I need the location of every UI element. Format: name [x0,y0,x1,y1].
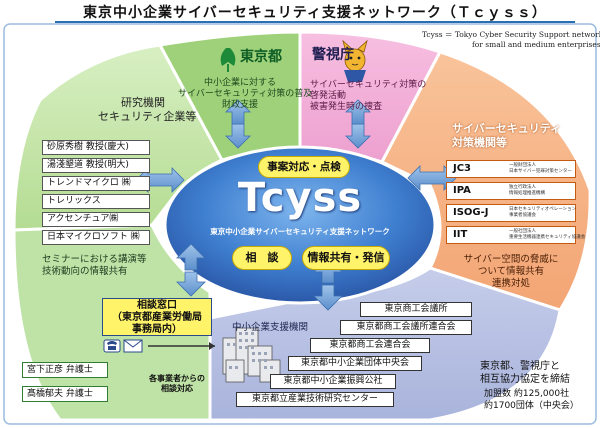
research-footer-line: セミナーにおける講演等 [42,254,147,265]
research-item: 湯淺墾道 教授(明大) [42,158,150,173]
cyber-org: IIT 一般社団法人重要生活機器連携セキュリティ協議会 [446,226,585,244]
cyber-org-note-line: 独立行政法人 [509,185,536,190]
counter-line: 相談窓口 [137,300,177,311]
sme-org: 東京都商工会連合会 [310,338,430,353]
cyber-footer: サイバー空間の脅威に ついて情報共有 連携対処 [456,254,566,290]
sme-org: 東京都中小企業団体中央会 [288,356,422,371]
cyber-org-note: 日本セキュリティオペレーション事業者協議会 [509,207,576,219]
research-item: トレリックス [42,194,150,209]
police-mascot-icon [342,39,368,82]
sme-stats: 加盟数 約125,000社 約1700団体（中央会） [484,388,579,412]
segment-cyber [379,50,592,312]
cyber-footer-line: 連携対処 [491,278,530,289]
sme-agreement-line: 相互協力協定を締結 [480,374,570,385]
arrow-tokyo [225,99,251,149]
cyber-org-note-line: 一般社団法人 [509,229,536,234]
police-line: 被害発生時の捜査 [310,102,383,112]
cyber-org-note-line: 情報処理推進機構 [509,191,545,196]
pill-consult: 相 談 [232,246,292,270]
sme-agreement: 東京都、警視庁と 相互協力協定を締結 [480,360,570,386]
lawyer-item: 髙橋郁夫 弁護士 [22,386,108,402]
mail-icon [123,339,143,353]
cyber-header-line: 対策機関等 [452,136,507,149]
cyber-footer-line: サイバー空間の脅威に [463,254,559,265]
sme-org: 東京都中小企業振興公社 [270,374,396,389]
sme-agreement-line: 東京都、警視庁と [480,361,560,372]
cyber-org-note: 一般社団法人重要生活機器連携セキュリティ協議会 [509,229,585,241]
cyber-org-note-line: 重要生活機器連携セキュリティ協議会 [509,235,586,240]
consultation-counter: 相談窓口 （東京都産業労働局 事務局内） [102,298,212,336]
cyber-org-note-line: 日本サイバー犯罪対策センター [509,169,572,174]
cyber-org-note-line: 事業者協議会 [509,213,536,218]
arrow-counter [176,243,206,297]
ginkgo-logo-icon [220,48,236,72]
cyber-org-note: 独立行政法人情報処理推進機構 [509,185,545,197]
legend: Tcyss ＝ Tokyo Cyber Security Support net… [422,30,600,50]
tcyss-logo: Tcyss [237,175,363,221]
tokyo-line: 中小企業に対する [203,78,276,88]
sme-stats-line: 加盟数 約125,000社 [484,389,570,399]
pill-info-share: 情報共有・発信 [302,246,390,270]
cyber-org: JC3 一般財団法人日本サイバー犯罪対策センター [446,160,576,178]
cyber-org-note: 一般財団法人日本サイバー犯罪対策センター [509,163,572,175]
police-line: 啓発活動 [310,91,347,101]
legend-line-2: for small and medium enterprises [472,40,600,49]
research-header-line: セキュリティ企業等 [98,110,197,123]
page-title: 東京中小企業サイバーセキュリティ支援ネットワーク（Ｔｃｙｓｓ） [83,5,547,21]
arrow-cyber [407,165,457,191]
counter-caption-line: 各事業者からの [149,374,205,383]
cyber-org-note-line: 一般財団法人 [509,163,536,168]
sme-stats-line: 約1700団体（中央会） [484,401,579,411]
tokyo-line: サイバーセキュリティ対策の普及 [178,89,313,99]
research-header: 研究機関 セキュリティ企業等 [98,96,197,124]
cyber-org: IPA 独立行政法人情報処理推進機構 [446,182,576,200]
research-item: 砂原秀樹 教授(慶大) [42,140,150,155]
phone-icon [103,339,121,353]
police-line: サイバーセキュリティ対策の [310,80,427,90]
research-item: 日本マイクロソフト ㈱ [42,230,150,245]
tokyo-header: 東京都 [240,49,282,65]
research-item: トレンドマイクロ ㈱ [42,176,150,191]
lawyer-item: 宮下正彦 弁護士 [22,362,108,378]
counter-caption: 各事業者からの 相談対応 [138,374,216,394]
cyber-org-name: IPA [453,185,471,196]
legend-line-1: Tcyss ＝ Tokyo Cyber Security Support net… [422,30,600,39]
counter-caption-line: 相談対応 [161,384,193,393]
cyber-org-name: ISOG-J [453,207,489,218]
title-underline [55,21,575,23]
tokyo-text: 中小企業に対する サイバーセキュリティ対策の普及 財政支援 [178,78,313,111]
cyber-header: サイバーセキュリティ 対策機関等 [452,122,561,150]
center-subtitle: 東京中小企業サイバーセキュリティ支援ネットワーク [210,227,390,236]
research-footer-line: 技術動向の情報共有 [42,266,128,277]
research-header-line: 研究機関 [121,96,165,109]
cyber-org: ISOG-J 日本セキュリティオペレーション事業者協議会 [446,204,576,222]
police-text: サイバーセキュリティ対策の 啓発活動 被害発生時の捜査 [310,80,426,113]
pill-incident: 事案対応・点検 [258,156,350,178]
sme-org: 東京都立産業技術研究センター [236,392,394,407]
research-footer: セミナーにおける講演等 技術動向の情報共有 [42,254,147,278]
cyber-org-name: JC3 [453,163,472,174]
counter-line: 事務局内） [132,324,182,335]
sme-org: 東京商工会議所 [360,302,472,317]
cyber-footer-line: ついて情報共有 [477,266,545,277]
tokyo-line: 財政支援 [221,100,258,110]
sme-header: 中小企業支援機関 [232,322,309,333]
cyber-org-note-line: 日本セキュリティオペレーション [509,207,577,212]
cyber-org-name: IIT [453,229,468,240]
counter-line: （東京都産業労働局 [112,312,202,323]
research-item: アクセンチュア㈱ [42,212,150,227]
arrow-police [345,99,371,149]
police-header: 警視庁 [312,47,354,63]
outer-frame [3,23,597,425]
sme-org: 東京都商工会議所連合会 [340,320,472,335]
connector-arrowhead [209,342,215,350]
cyber-header-line: サイバーセキュリティ [452,122,562,135]
